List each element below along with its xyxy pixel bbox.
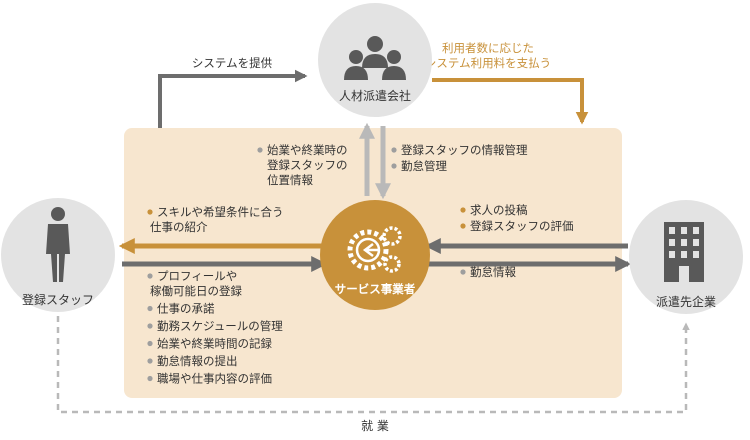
flow-label-line: 登録スタッフの	[267, 158, 348, 172]
flow-label-line: 始業や終業時間の記録	[157, 337, 272, 351]
bullet-dot	[147, 273, 153, 279]
bullet-dot	[147, 209, 153, 215]
gears-icon	[347, 226, 402, 273]
bullet-dot	[147, 358, 153, 364]
flow-label-line: 勤怠管理	[401, 159, 447, 173]
service-node: サービス事業者	[320, 200, 430, 310]
flow-label-line: スキルや希望条件に合う	[157, 205, 284, 219]
company-node: 派遣先企業	[629, 200, 743, 314]
flow-label-line: 稼働可能日の登録	[150, 284, 242, 298]
service-to-company-labels: 勤怠情報	[460, 265, 516, 279]
service-label: サービス事業者	[335, 282, 416, 296]
bullet-dot	[147, 323, 153, 329]
office-building-icon	[664, 222, 704, 282]
flow-label-line: 職場や仕事内容の評価	[157, 372, 272, 386]
fee-payment-line: 利用者数に応じた	[442, 41, 534, 55]
staff-node: 登録スタッフ	[1, 198, 115, 312]
flow-label-line: 始業や終業時の	[267, 143, 348, 157]
bullet-dot	[147, 375, 153, 382]
staff-to-service-labels: プロフィールや稼働可能日の登録仕事の承諾勤務スケジュールの管理始業や終業時間の記…	[147, 269, 283, 386]
bullet-dot	[460, 269, 466, 275]
flow-label-line: 求人の投稿	[470, 203, 528, 217]
group-of-people-icon	[344, 36, 406, 80]
bullet-dot	[147, 305, 153, 312]
bullet-dot	[257, 147, 263, 153]
flow-label-line: 登録スタッフの評価	[470, 219, 574, 233]
staff-label: 登録スタッフ	[22, 292, 94, 307]
flow-label-line: 仕事の承諾	[157, 302, 215, 316]
fee-payment-label: 利用者数に応じた システム利用料を支払う	[425, 41, 551, 70]
agency-node: 人材派遣会社	[318, 3, 432, 117]
system-provided-label: システムを提供	[192, 56, 273, 70]
bullet-dot	[147, 340, 153, 347]
bullet-dot	[391, 147, 397, 153]
flow-label-line: プロフィールや	[157, 269, 237, 283]
agency-label: 人材派遣会社	[339, 88, 411, 103]
flow-label-line: 勤怠情報	[470, 265, 516, 279]
flow-label-line: 仕事の紹介	[150, 220, 208, 234]
flow-label-line: 位置情報	[267, 173, 313, 187]
system-provided-arrow	[158, 69, 308, 128]
person-in-suit-icon	[46, 207, 70, 282]
fee-payment-line: システム利用料を支払う	[425, 56, 551, 70]
bullet-dot	[460, 207, 466, 213]
bullet-dot	[460, 223, 466, 229]
employment-dashed-line	[56, 316, 690, 414]
flow-label-line: 登録スタッフの情報管理	[401, 143, 528, 157]
company-label: 派遣先企業	[656, 294, 716, 309]
flow-label-line: 勤務スケジュールの管理	[157, 319, 283, 333]
flow-label-line: 勤怠情報の提出	[157, 354, 238, 368]
bullet-dot	[391, 163, 397, 169]
employment-label: 就 業	[361, 419, 389, 433]
fee-payment-arrow	[432, 78, 589, 125]
